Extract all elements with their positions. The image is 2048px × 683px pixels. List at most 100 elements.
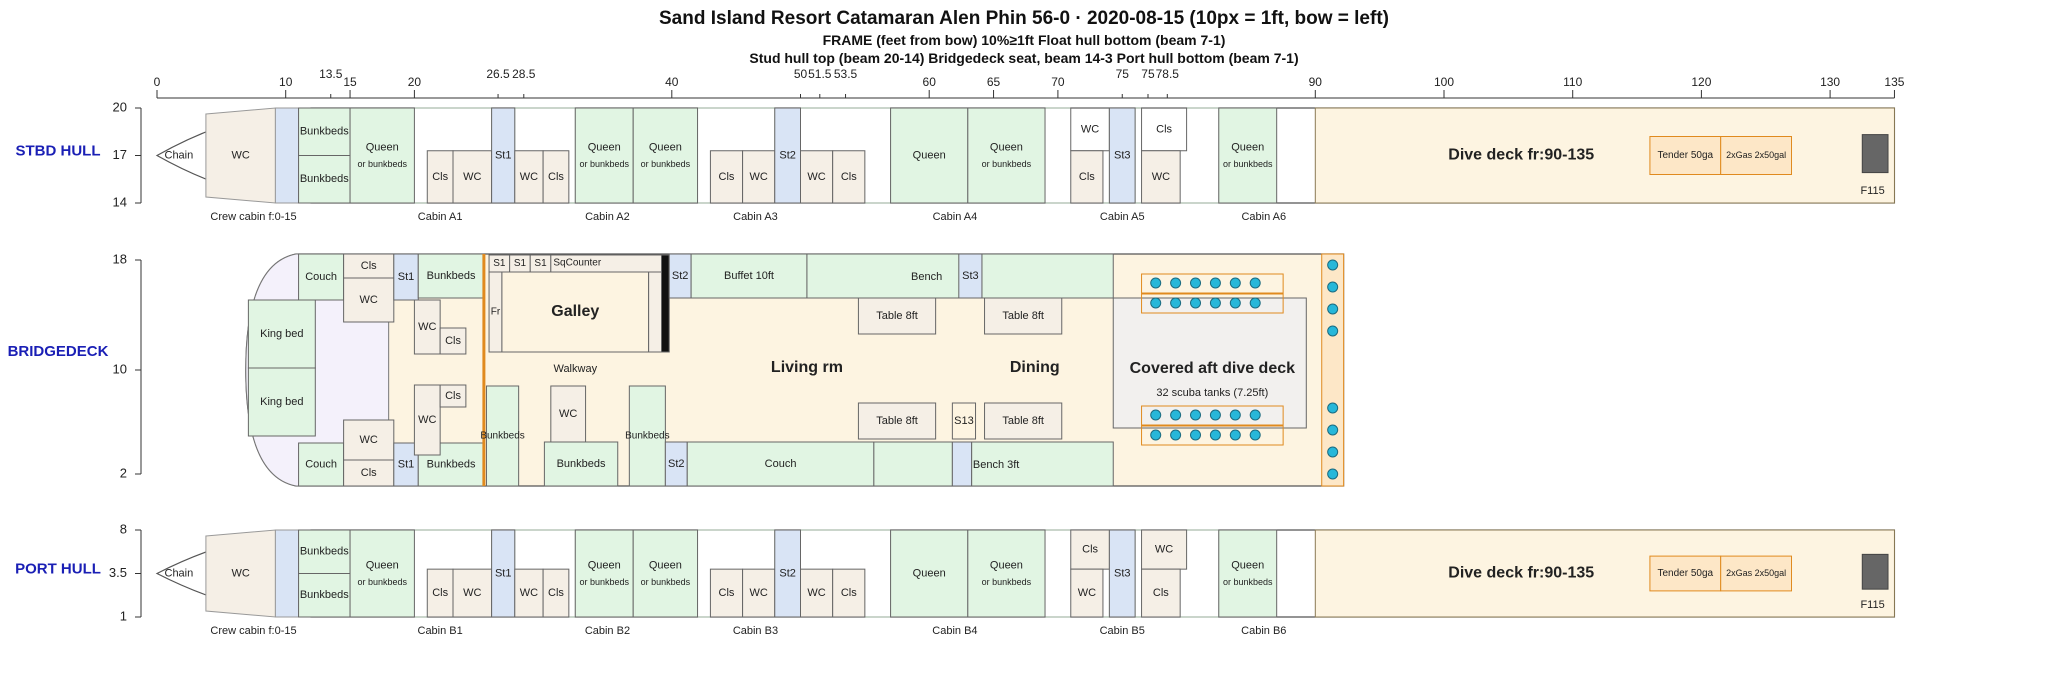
room-port-17-label: Cls <box>1082 543 1098 555</box>
cabin-label-port: Cabin B5 <box>1100 625 1145 637</box>
room-port-16-label: Queen <box>990 559 1023 571</box>
gas-label: 2xGas 2x50gal <box>1726 150 1786 160</box>
room-port-4-label: WC <box>463 587 481 599</box>
room-port-9 <box>632 529 699 618</box>
cabin-label-port: Cabin B2 <box>585 625 630 637</box>
bd-bunk-lower-label: Bunkbeds <box>427 458 476 470</box>
room-stbd-12-label: St2 <box>779 149 796 161</box>
room-port-20 <box>1141 529 1188 570</box>
axis-tick-label: 51.5 <box>808 67 832 81</box>
galley-black-wall <box>661 254 670 353</box>
room-port-1-label: Bunkbeds <box>300 589 349 601</box>
bd-bunk-lower-4 <box>628 385 666 487</box>
room-stbd-7 <box>542 150 570 204</box>
room-stbd-4 <box>452 150 493 204</box>
room-port-9-sublabel: or bunkbeds <box>641 577 691 587</box>
bd-bunk-upper <box>417 253 485 299</box>
page-title: Sand Island Resort Catamaran Alen Phin 5… <box>659 8 1389 29</box>
scuba-tank <box>1170 409 1182 421</box>
tender-label: Tender 50ga <box>1658 568 1714 579</box>
king-bed-lower-label: King bed <box>260 396 303 408</box>
room-stbd-11 <box>742 150 776 204</box>
room-port-12-label: St2 <box>779 567 796 579</box>
cabin-label-stbd: Cabin A4 <box>933 211 978 223</box>
room-port-4 <box>452 568 493 618</box>
bow-store-zone <box>274 529 300 618</box>
axis-tick-label: 20 <box>408 75 422 89</box>
scuba-tank <box>1209 429 1221 441</box>
room-port-16 <box>967 529 1046 618</box>
bd-wc-3-label: WC <box>418 321 436 333</box>
stern-tank-rack <box>1321 253 1345 487</box>
axis-tick-label: 120 <box>1691 75 1711 89</box>
bd-cls-1 <box>343 253 395 279</box>
bd-wc-5 <box>550 385 587 443</box>
bd-cls-3 <box>439 327 467 355</box>
bd-st1-upper-label: St1 <box>398 271 415 283</box>
bd-s13-label: S13 <box>954 415 974 427</box>
dive-deck-port <box>1314 529 1895 618</box>
galley-s1-17-label: S1 <box>514 258 527 269</box>
room-stbd-18 <box>1070 150 1104 204</box>
room-stbd-10-label: Cls <box>719 171 735 183</box>
scuba-tank <box>1209 297 1221 309</box>
cabin-label-port: Crew cabin f:0-15 <box>210 625 296 637</box>
bd-st1-lower-label: St1 <box>398 458 415 470</box>
axis-tick-label: 90 <box>1309 75 1323 89</box>
bd-cls-4-label: Cls <box>445 390 461 402</box>
room-port-7 <box>542 568 570 618</box>
room-stbd-0-label: Bunkbeds <box>300 126 349 138</box>
axis-tick-label: 135 <box>1884 75 1904 89</box>
couch-fwd-lower <box>298 442 345 487</box>
galley-s1-16-label: S1 <box>493 258 506 269</box>
table-fwd-lower-label: Table 8ft <box>876 415 918 427</box>
axis-tick-label: 0 <box>154 75 161 89</box>
cabin-label-port: Cabin B6 <box>1241 625 1286 637</box>
bd-bunk-lower-3-label: Bunkbeds <box>557 458 606 470</box>
room-stbd-17-label: WC <box>1081 123 1099 135</box>
buffet <box>690 253 808 299</box>
room-port-19 <box>1108 529 1136 618</box>
frame-115-block <box>1861 134 1889 174</box>
room-port-15-label: Queen <box>913 567 946 579</box>
frame-115-block <box>1861 553 1889 590</box>
bd-wc-5-label: WC <box>559 408 577 420</box>
cabin-label-stbd: Cabin A2 <box>585 211 630 223</box>
table-fwd-lower <box>857 402 937 440</box>
couch-fwd-upper-label: Couch <box>305 271 337 283</box>
room-port-19-label: St3 <box>1114 567 1131 579</box>
room-port-1 <box>298 573 351 618</box>
scuba-tank <box>1150 429 1162 441</box>
bd-st1-upper <box>393 253 419 301</box>
king-bed-upper <box>247 299 316 369</box>
room-stbd-15-label: Queen <box>913 149 946 161</box>
axis-tick-label: 75 <box>1141 67 1155 81</box>
cabin-label-port: Cabin B4 <box>932 625 977 637</box>
tank-rack <box>1141 425 1284 446</box>
axis-tick-label: 70 <box>1051 75 1065 89</box>
room-stbd-9 <box>632 107 699 204</box>
room-stbd-2 <box>349 107 415 204</box>
tank-rack <box>1141 405 1284 426</box>
room-port-11 <box>742 568 776 618</box>
buffet-label: Buffet 10ft <box>724 270 774 282</box>
room-port-8-label: Queen <box>588 559 621 571</box>
room-stbd-16-label: Queen <box>990 141 1023 153</box>
room-stbd-4-label: WC <box>463 171 481 183</box>
room-port-2 <box>349 529 415 618</box>
room-port-22 <box>1218 529 1278 618</box>
cabin-label-stbd: Cabin A1 <box>418 211 463 223</box>
bd-bunk-upper-label: Bunkbeds <box>427 270 476 282</box>
axis-tick-label: 10 <box>279 75 293 89</box>
scuba-tank <box>1229 429 1241 441</box>
axis-tick-label: 65 <box>987 75 1001 89</box>
room-stbd-8 <box>574 107 634 204</box>
bd-cls-1-label: Cls <box>361 260 377 272</box>
table-aft-upper-label: Table 8ft <box>1002 310 1044 322</box>
sq-counter-label: SqCounter <box>553 258 601 269</box>
chain-locker-label: Chain <box>165 567 194 579</box>
bow-wc-label: WC <box>231 149 249 161</box>
room-port-9-label: Queen <box>649 559 682 571</box>
room-port-14 <box>832 568 866 618</box>
room-stbd-16-sublabel: or bunkbeds <box>982 159 1032 169</box>
